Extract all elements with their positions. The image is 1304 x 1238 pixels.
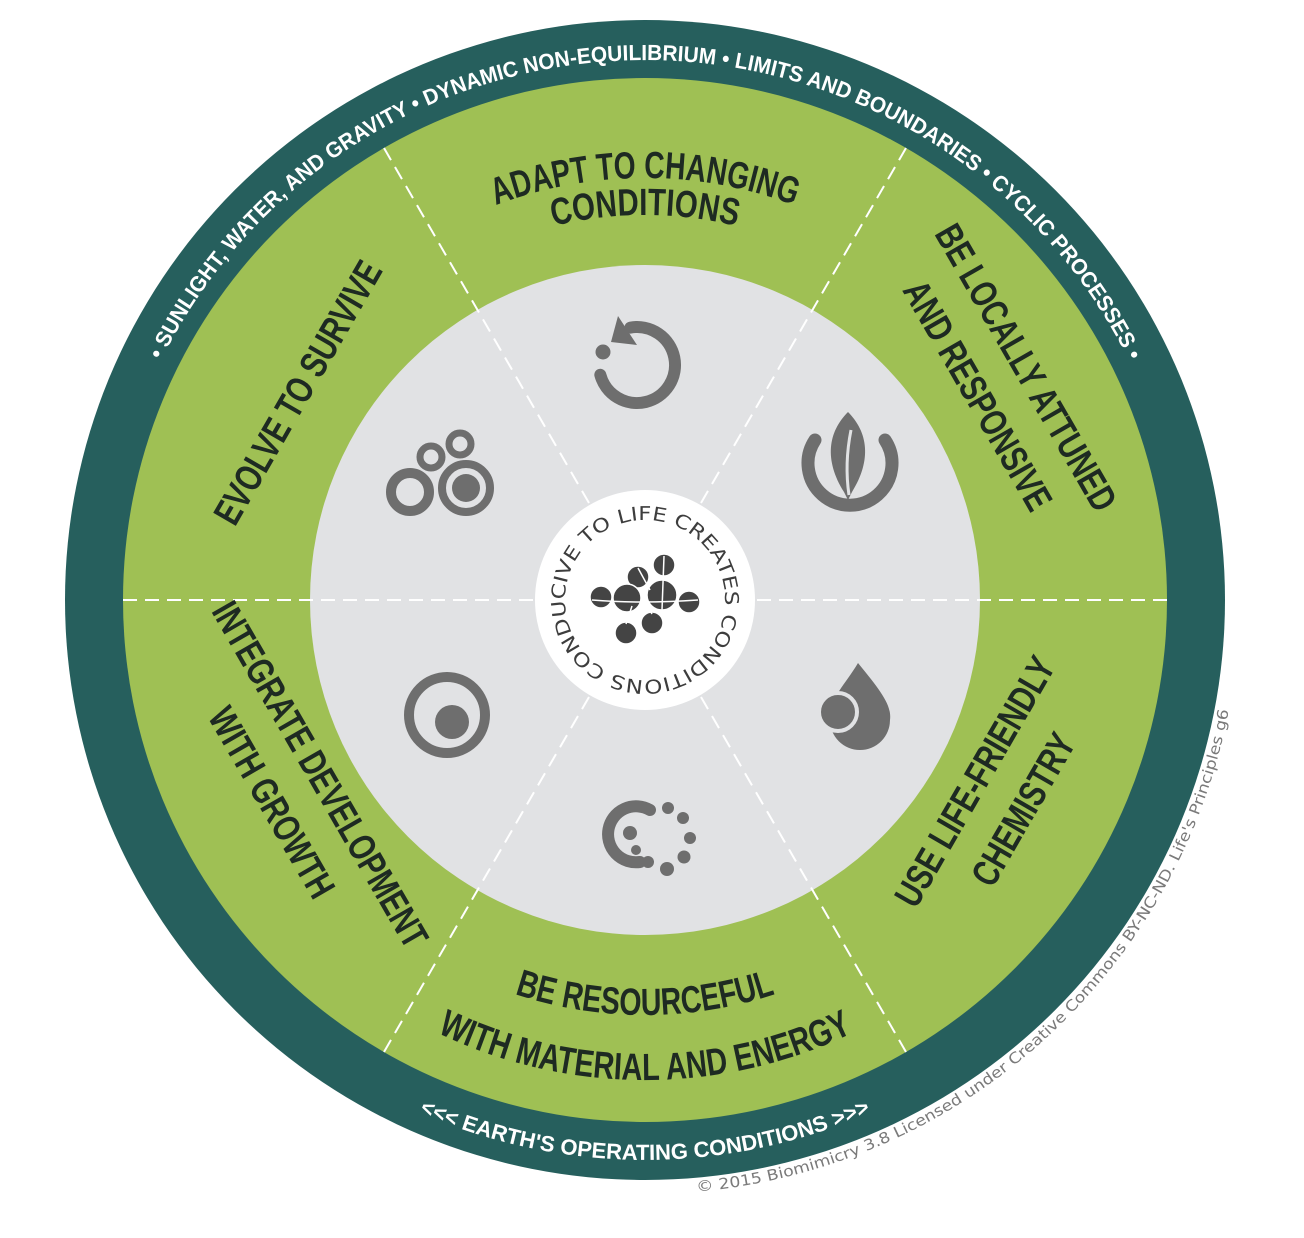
target-icon xyxy=(404,672,490,758)
center-disc xyxy=(535,490,755,710)
circular-arrow-icon xyxy=(594,316,682,410)
spiral-dots-icon xyxy=(602,800,696,876)
divider xyxy=(700,696,907,1053)
divider xyxy=(700,147,907,504)
bubbles-icon xyxy=(386,429,494,516)
divider xyxy=(383,696,590,1053)
divider xyxy=(383,147,590,504)
leaf-flame-icon xyxy=(801,412,899,512)
drop-icon xyxy=(817,663,891,750)
cell-cluster-logo xyxy=(589,553,701,645)
segment-dividers xyxy=(123,147,1167,1053)
